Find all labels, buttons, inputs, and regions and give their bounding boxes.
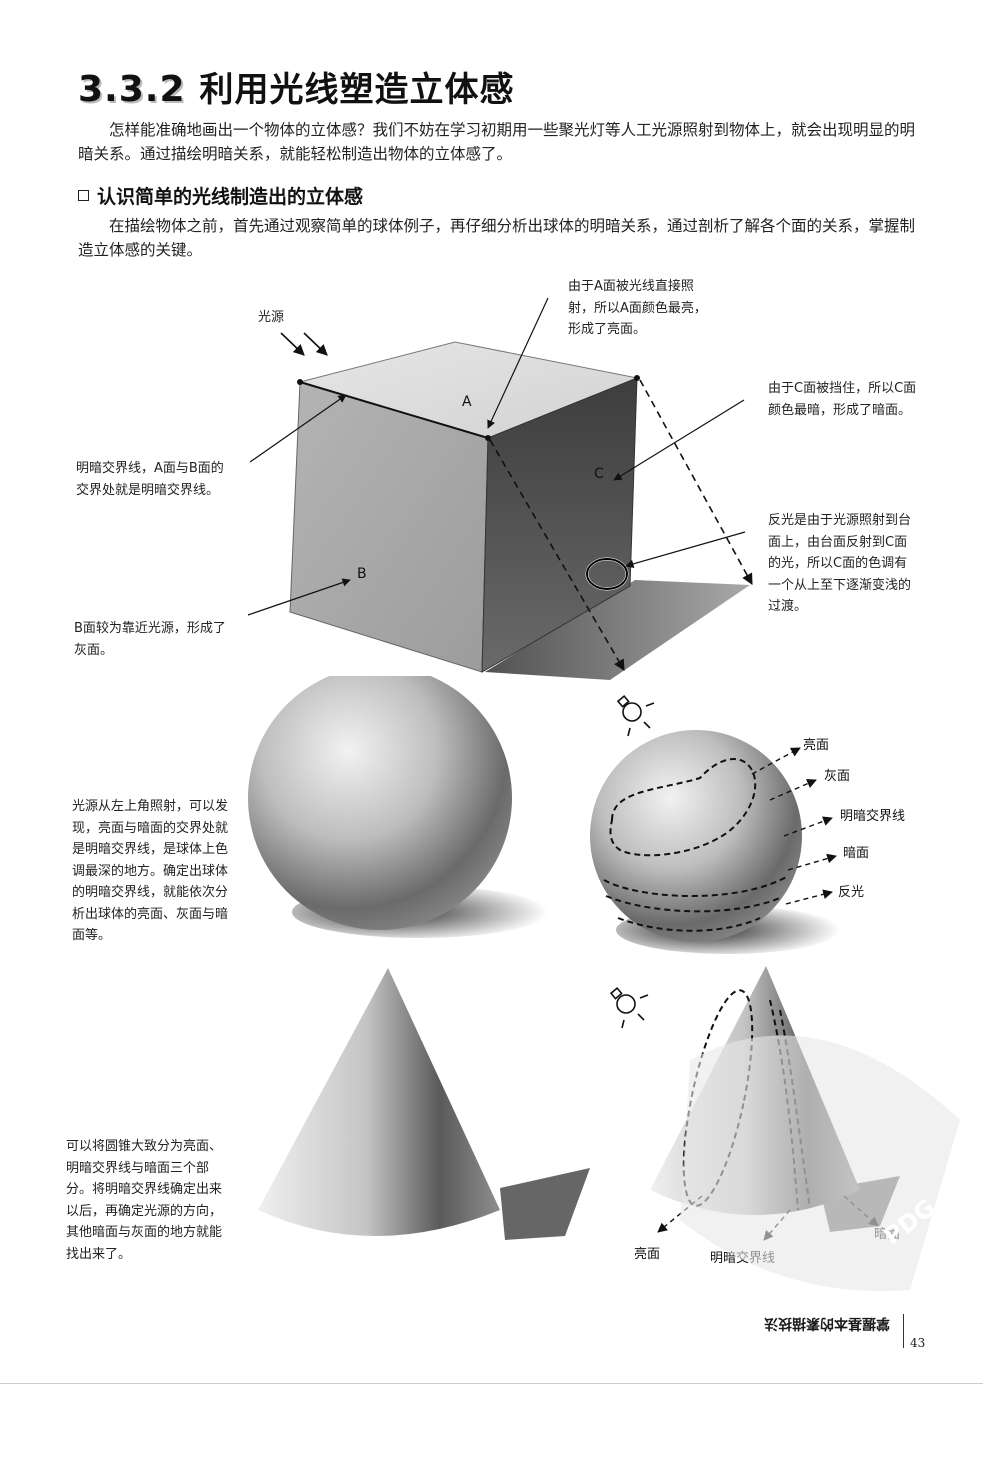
cone-left bbox=[258, 968, 500, 1236]
light-arrow-1 bbox=[280, 332, 305, 356]
sphere-left bbox=[248, 676, 512, 930]
lightbulb-icon-cone bbox=[609, 987, 649, 1029]
section-number: 3.3.2 bbox=[78, 69, 186, 110]
sphere-label-reflect: 反光 bbox=[838, 885, 864, 900]
cone-label-highlight: 亮面 bbox=[634, 1246, 660, 1262]
cube-face-c bbox=[481, 377, 638, 673]
leader-terminator bbox=[249, 394, 347, 463]
face-a-label: A bbox=[462, 394, 472, 410]
sphere-label-terminator: 明暗交界线 bbox=[840, 808, 905, 824]
cube-illustration: A B C bbox=[247, 297, 753, 680]
note-reflect: 反光是由于光源照射到台面上，由台面反射到C面的光，所以C面的色调有一个从上至下逐… bbox=[768, 513, 912, 614]
note-face-a: 由于A面被光线直接照射，所以A面颜色最亮，形成了亮面。 bbox=[568, 279, 707, 337]
sphere-note: 光源从左上角照射，可以发现，亮面与暗面的交界处就是明暗交界线，是球体上色调最深的… bbox=[72, 799, 229, 943]
arrow-reflect bbox=[785, 889, 833, 905]
cone-note: 可以将圆锥大致分为亮面、明暗交界线与暗面三个部分。将明暗交界线确定出来以后，再确… bbox=[66, 1139, 223, 1262]
sphere-illustration: 亮面 灰面 明暗交界线 暗面 反光 bbox=[248, 676, 905, 954]
cone-left-shadow bbox=[500, 1168, 590, 1240]
leader-b bbox=[247, 578, 351, 616]
light-dash-center bbox=[489, 439, 625, 671]
watermark-seal: PDG bbox=[680, 1035, 960, 1292]
sphere-label-shadow: 暗面 bbox=[843, 846, 869, 861]
sphere-label-highlight: 亮面 bbox=[803, 737, 829, 753]
light-arrow-2 bbox=[303, 332, 328, 356]
sphere-reflect-outline bbox=[603, 875, 789, 932]
leader-reflect bbox=[625, 531, 746, 568]
leader-c bbox=[613, 399, 745, 481]
subheading-text: 认识简单的光线制造出的立体感 bbox=[97, 186, 364, 208]
leader-a bbox=[487, 297, 549, 429]
reflect-circle bbox=[586, 558, 628, 590]
bottom-scan-edge bbox=[0, 1383, 983, 1384]
sphere-right bbox=[590, 730, 802, 942]
sphere-highlight-outline bbox=[609, 758, 757, 857]
face-c-label: C bbox=[594, 466, 604, 482]
note-face-b: B面较为靠近光源，形成了灰面。 bbox=[74, 621, 226, 658]
lightbulb-icon-sphere bbox=[616, 695, 655, 737]
subheading: 认识简单的光线制造出的立体感 bbox=[78, 182, 363, 209]
intro-paragraph: 怎样能准确地画出一个物体的立体感？我们不妨在学习初期用一些聚光灯等人工光源照射到… bbox=[78, 121, 916, 163]
footer-divider bbox=[903, 1314, 904, 1348]
arrow-highlight bbox=[751, 747, 801, 775]
section-title: 3.3.2 利用光线塑造立体感 bbox=[78, 62, 515, 111]
sphere-label-midtone: 灰面 bbox=[824, 769, 850, 784]
page-number: 43 bbox=[910, 1336, 926, 1350]
section-title-text: 利用光线塑造立体感 bbox=[199, 70, 515, 110]
footer-book-title: 掌握基本的素描技法 bbox=[764, 1315, 890, 1331]
cube-cast-shadow bbox=[485, 580, 750, 680]
face-b-label: B bbox=[357, 566, 367, 582]
light-dash-right bbox=[639, 379, 753, 585]
subheading-marker-icon bbox=[78, 190, 89, 201]
light-source-label: 光源 bbox=[258, 310, 285, 325]
cube-terminator-edge bbox=[299, 381, 489, 439]
note-face-c: 由于C面被挡住，所以C面颜色最暗，形成了暗面。 bbox=[768, 381, 917, 418]
note-terminator: 明暗交界线，A面与B面的交界处就是明暗交界线。 bbox=[76, 461, 224, 498]
sub-paragraph: 在描绘物体之前，首先通过观察简单的球体例子，再仔细分析出球体的明暗关系，通过剖析… bbox=[78, 217, 916, 259]
